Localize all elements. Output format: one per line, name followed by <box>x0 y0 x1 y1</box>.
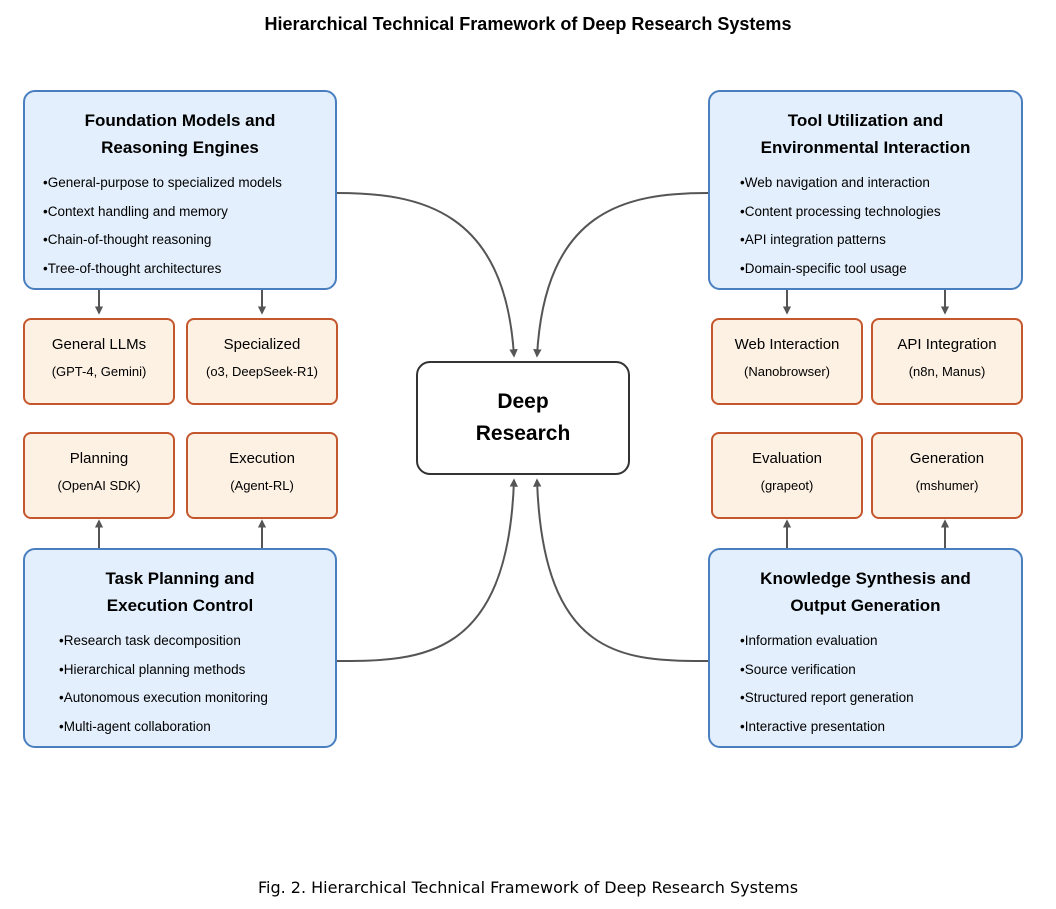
foundation-models-title: Foundation Models and Reasoning Engines <box>84 111 276 157</box>
foundation-models-list: General-purpose to specialized models Co… <box>43 169 335 283</box>
list-item: Structured report generation <box>740 684 1021 713</box>
list-item: Chain-of-thought reasoning <box>43 226 335 255</box>
sub-box-name: Evaluation <box>751 450 823 467</box>
tool-utilization-title: Tool Utilization and Environmental Inter… <box>760 111 971 157</box>
knowledge-synthesis-list: Information evaluation Source verificati… <box>740 627 1021 741</box>
diagram-title: Hierarchical Technical Framework of Deep… <box>264 14 792 34</box>
task-planning-title: Task Planning and Execution Control <box>105 569 255 615</box>
api-integration-box: API Integration (n8n, Manus) <box>871 318 1023 405</box>
deep-research-label: Deep Research <box>475 390 571 445</box>
tool-utilization-box: Tool Utilization and Environmental Inter… <box>708 90 1023 290</box>
list-item: Tree-of-thought architectures <box>43 255 335 284</box>
list-item: Research task decomposition <box>59 627 335 656</box>
arrow-tools-to-center <box>533 192 709 358</box>
list-item: Multi-agent collaboration <box>59 713 335 742</box>
sub-box-examples: (OpenAI SDK) <box>57 478 141 493</box>
sub-box-examples: (Agent-RL) <box>230 478 294 493</box>
sub-box-name: Planning <box>69 450 129 467</box>
sub-box-examples: (mshumer) <box>915 478 979 493</box>
knowledge-synthesis-box: Knowledge Synthesis and Output Generatio… <box>708 548 1023 748</box>
deep-research-center-box: Deep Research <box>416 361 630 475</box>
tool-utilization-list: Web navigation and interaction Content p… <box>740 169 1021 283</box>
sub-box-examples: (GPT-4, Gemini) <box>51 364 147 379</box>
generation-box: Generation (mshumer) <box>871 432 1023 519</box>
general-llms-box: General LLMs (GPT-4, Gemini) <box>23 318 175 405</box>
list-item: API integration patterns <box>740 226 1021 255</box>
sub-box-name: General LLMs <box>51 336 147 353</box>
arrow-foundation-to-center <box>336 192 518 358</box>
arrow-synthesis-to-center <box>533 478 709 662</box>
list-item: Hierarchical planning methods <box>59 656 335 685</box>
specialized-box: Specialized (o3, DeepSeek-R1) <box>186 318 338 405</box>
list-item: General-purpose to specialized models <box>43 169 335 198</box>
list-item: Information evaluation <box>740 627 1021 656</box>
list-item: Source verification <box>740 656 1021 685</box>
list-item: Content processing technologies <box>740 198 1021 227</box>
list-item: Context handling and memory <box>43 198 335 227</box>
knowledge-synthesis-title: Knowledge Synthesis and Output Generatio… <box>760 569 971 615</box>
list-item: Autonomous execution monitoring <box>59 684 335 713</box>
execution-box: Execution (Agent-RL) <box>186 432 338 519</box>
sub-box-name: Web Interaction <box>734 336 840 353</box>
sub-box-name: Specialized <box>223 336 301 353</box>
foundation-models-box: Foundation Models and Reasoning Engines … <box>23 90 337 290</box>
task-planning-box: Task Planning and Execution Control Rese… <box>23 548 337 748</box>
planning-box: Planning (OpenAI SDK) <box>23 432 175 519</box>
evaluation-box: Evaluation (grapeot) <box>711 432 863 519</box>
sub-box-examples: (grapeot) <box>760 478 814 493</box>
sub-box-name: Execution <box>229 450 295 467</box>
sub-box-name: Generation <box>909 450 985 467</box>
task-planning-list: Research task decomposition Hierarchical… <box>59 627 335 741</box>
sub-box-examples: (Nanobrowser) <box>744 364 830 379</box>
list-item: Web navigation and interaction <box>740 169 1021 198</box>
list-item: Interactive presentation <box>740 713 1021 742</box>
sub-box-examples: (o3, DeepSeek-R1) <box>206 364 318 379</box>
sub-box-examples: (n8n, Manus) <box>908 364 986 379</box>
list-item: Domain-specific tool usage <box>740 255 1021 284</box>
arrow-planning-to-center <box>336 478 518 662</box>
figure-caption: Fig. 2. Hierarchical Technical Framework… <box>257 878 799 897</box>
web-interaction-box: Web Interaction (Nanobrowser) <box>711 318 863 405</box>
sub-box-name: API Integration <box>897 336 997 353</box>
